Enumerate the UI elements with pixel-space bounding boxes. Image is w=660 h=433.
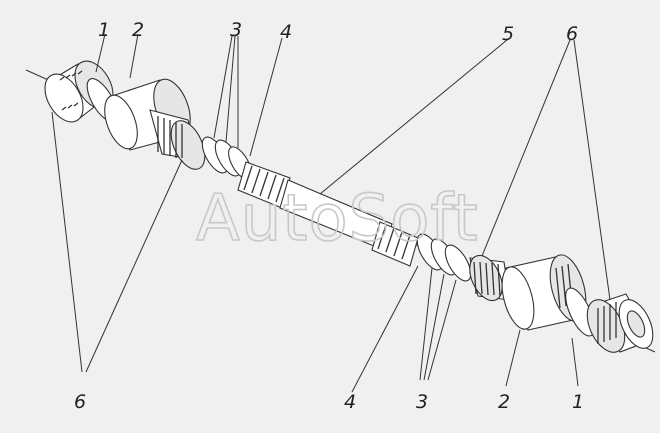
right-needle-bearing <box>469 254 511 302</box>
left-shaft-spline <box>237 161 291 209</box>
watermark-text: AutoSoft <box>196 182 479 256</box>
callout-label: 1 <box>572 391 584 413</box>
right-snap-ring-c <box>444 244 472 282</box>
callout-label: 6 <box>74 391 86 413</box>
callout-label: 2 <box>132 19 144 41</box>
callout-label: 2 <box>498 391 510 413</box>
right-end-gear <box>586 293 654 353</box>
leader-lines <box>51 33 611 393</box>
callout-label: 3 <box>230 19 242 41</box>
right-sleeve <box>501 254 587 331</box>
left-needle-bearing <box>149 109 206 170</box>
callout-label: 4 <box>344 391 356 413</box>
callout-labels: 1 2 3 4 5 6 6 4 3 2 1 <box>74 19 584 413</box>
right-shaft-spline <box>371 221 419 267</box>
callout-label: 6 <box>566 23 578 45</box>
callout-label: 1 <box>98 19 110 41</box>
callout-label: 3 <box>416 391 428 413</box>
callout-label: 5 <box>502 23 514 45</box>
callout-label: 4 <box>280 21 292 43</box>
